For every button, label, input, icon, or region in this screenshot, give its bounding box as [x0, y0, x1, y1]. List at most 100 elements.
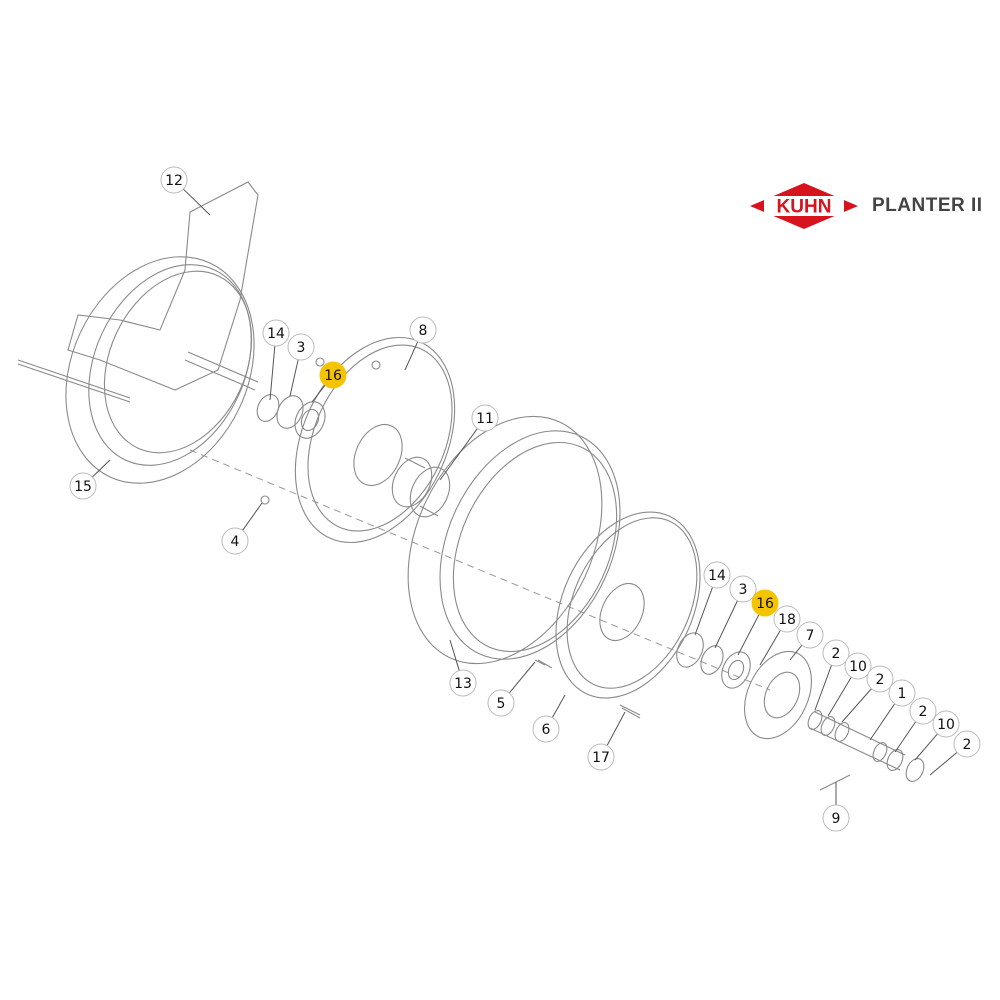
- leader-line-2: [929, 751, 958, 776]
- part-bolt-5: [534, 659, 546, 666]
- callout-13[interactable]: 13: [449, 669, 477, 697]
- callout-4[interactable]: 4: [221, 527, 249, 555]
- callout-16[interactable]: 16: [751, 589, 779, 617]
- part-bracket-12: [67, 181, 259, 391]
- leader-line-8: [404, 341, 419, 371]
- callout-number: 18: [778, 612, 796, 628]
- callout-2[interactable]: 2: [866, 665, 894, 693]
- leader-line-12: [182, 188, 211, 216]
- leader-line-15: [92, 459, 111, 478]
- callout-10[interactable]: 10: [932, 710, 960, 738]
- leader-line-1: [869, 703, 896, 741]
- callout-circle: [866, 665, 894, 693]
- part-small-components-left: [256, 357, 381, 505]
- leader-line-14: [269, 345, 276, 401]
- callout-circle: [822, 639, 850, 667]
- callout-number: 14: [708, 568, 726, 584]
- callout-12[interactable]: 12: [160, 166, 188, 194]
- callout-number: 10: [937, 717, 955, 733]
- callout-17[interactable]: 17: [587, 743, 615, 771]
- product-name: PLANTER II: [872, 195, 983, 216]
- callout-circle: [262, 319, 290, 347]
- part-bolt-17: [621, 707, 641, 719]
- callout-number: 15: [74, 479, 92, 495]
- callout-circle: [409, 316, 437, 344]
- leader-line-2: [894, 721, 917, 753]
- callout-circle: [471, 404, 499, 432]
- part-hub-11: [391, 456, 451, 518]
- parts-layer: [17, 181, 925, 791]
- leader-line-2: [814, 665, 832, 711]
- callout-1[interactable]: 1: [888, 679, 916, 707]
- leader-line-4: [242, 502, 263, 531]
- callout-circle: [888, 679, 916, 707]
- callout-6[interactable]: 6: [532, 715, 560, 743]
- callout-circle: [729, 575, 757, 603]
- kuhn-logo-diamond: KUHN: [750, 183, 858, 229]
- callout-2[interactable]: 2: [822, 639, 850, 667]
- callout-number: 10: [849, 659, 867, 675]
- callout-circle: [932, 710, 960, 738]
- callout-16[interactable]: 16: [319, 361, 347, 389]
- part-small-components-right: [676, 632, 751, 689]
- callout-14[interactable]: 14: [262, 319, 290, 347]
- leader-lines: [92, 188, 958, 805]
- callout-3[interactable]: 3: [729, 575, 757, 603]
- leader-line-3: [714, 600, 738, 649]
- callout-circle: [844, 652, 872, 680]
- callout-circle: [953, 730, 981, 758]
- callout-circle: [796, 621, 824, 649]
- callout-15[interactable]: 15: [69, 472, 97, 500]
- callout-number: 16: [324, 368, 342, 384]
- callout-3[interactable]: 3: [287, 333, 315, 361]
- callout-2[interactable]: 2: [953, 730, 981, 758]
- callout-number: 7: [806, 628, 815, 644]
- callout-circle: [587, 743, 615, 771]
- callout-11[interactable]: 11: [471, 404, 499, 432]
- callout-circle: [822, 804, 850, 832]
- callout-5[interactable]: 5: [487, 689, 515, 717]
- callout-circle: [909, 697, 937, 725]
- callout-8[interactable]: 8: [409, 316, 437, 344]
- callout-number: 2: [876, 672, 885, 688]
- callout-number: 14: [267, 326, 285, 342]
- callout-circle: [160, 166, 188, 194]
- brand-logo: KUHN PLANTER II: [750, 183, 983, 229]
- callout-number: 2: [919, 704, 928, 720]
- leader-line-17: [606, 711, 626, 746]
- callout-circle: [751, 589, 779, 617]
- callout-number: 5: [497, 696, 506, 712]
- callout-circle: [319, 361, 347, 389]
- leader-line-16: [737, 614, 760, 656]
- leader-line-10: [827, 676, 852, 717]
- callout-circle: [449, 669, 477, 697]
- leader-line-3: [289, 359, 299, 397]
- part-tyre-13: [407, 415, 621, 665]
- part-plate-6: [537, 511, 701, 716]
- part-flange-7: [744, 650, 812, 740]
- callout-number: 2: [963, 737, 972, 753]
- callout-number: 13: [454, 676, 472, 692]
- leader-line-7: [789, 644, 803, 661]
- leader-line-18: [759, 629, 781, 666]
- callout-14[interactable]: 14: [703, 561, 731, 589]
- callout-2[interactable]: 2: [909, 697, 937, 725]
- callout-9[interactable]: 9: [822, 804, 850, 832]
- leader-line-14: [694, 587, 713, 636]
- callout-circle: [703, 561, 731, 589]
- callout-circle: [69, 472, 97, 500]
- callout-circle: [532, 715, 560, 743]
- callout-18[interactable]: 18: [773, 605, 801, 633]
- callout-number: 3: [739, 582, 748, 598]
- callout-10[interactable]: 10: [844, 652, 872, 680]
- callout-number: 1: [898, 686, 907, 702]
- callout-circle: [221, 527, 249, 555]
- callout-number: 12: [165, 173, 183, 189]
- callout-7[interactable]: 7: [796, 621, 824, 649]
- leader-line-16: [311, 384, 326, 403]
- assembly-axis-line: [189, 449, 771, 691]
- part-pin-9: [819, 774, 851, 791]
- callout-circle: [487, 689, 515, 717]
